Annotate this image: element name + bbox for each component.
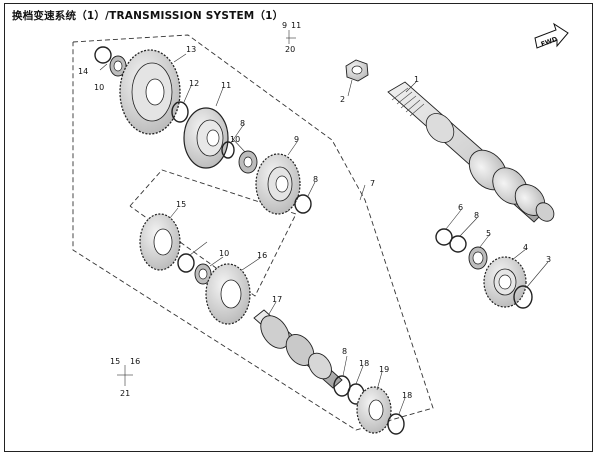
callout-17: 17 xyxy=(272,295,282,304)
gear-part-4 xyxy=(483,256,527,308)
callout-12: 12 xyxy=(189,79,199,88)
washer-part-8-inner xyxy=(177,253,195,273)
outer-group-outline xyxy=(72,34,434,431)
washer-part-18-right xyxy=(387,413,405,435)
washer-part-12 xyxy=(171,101,189,123)
callout-18-b: 18 xyxy=(402,391,412,400)
washer-part-8-bottom xyxy=(333,375,351,397)
nut-part xyxy=(345,59,369,82)
main-shaft xyxy=(387,81,555,223)
bearing-part-10-mid xyxy=(238,150,258,174)
callout-9-b: 9 xyxy=(282,21,287,30)
page-title: 换档变速系统（1）/TRANSMISSION SYSTEM（1） xyxy=(12,10,284,22)
callout-16-b: 16 xyxy=(130,357,140,366)
callout-10-b: 10 xyxy=(230,135,240,144)
callout-3: 3 xyxy=(546,255,551,264)
callout-20: 20 xyxy=(285,45,295,54)
callout-4: 4 xyxy=(523,243,528,252)
callout-9-a: 9 xyxy=(294,135,299,144)
callout-15-b: 15 xyxy=(110,357,120,366)
counter-shaft xyxy=(253,309,343,389)
callout-8-c: 8 xyxy=(474,211,479,220)
callout-10-c: 10 xyxy=(219,249,229,258)
callout-10-a: 10 xyxy=(94,83,104,92)
callout-11-b: 11 xyxy=(291,21,301,30)
callout-7: 7 xyxy=(370,179,375,188)
inner-group-outline xyxy=(129,169,297,297)
gear-part-13 xyxy=(119,49,181,135)
washer-part-3 xyxy=(513,285,533,309)
callout-labels: 1 2 3 4 5 6 7 8 8 8 8 9 9 10 10 10 11 11… xyxy=(78,21,551,400)
gear-part-15 xyxy=(139,213,181,271)
leader-lines xyxy=(99,30,549,415)
washer-part-6 xyxy=(435,228,453,246)
callout-16-a: 16 xyxy=(257,251,267,260)
callout-18-a: 18 xyxy=(359,359,369,368)
callout-14: 14 xyxy=(78,67,88,76)
callout-21: 21 xyxy=(120,389,130,398)
fwd-arrow-icon: FWD xyxy=(534,22,569,49)
washer-part-8-upper-right xyxy=(294,194,312,214)
callout-19: 19 xyxy=(379,365,389,374)
callout-8-d: 8 xyxy=(342,347,347,356)
callout-15-a: 15 xyxy=(176,200,186,209)
bearing-part-5 xyxy=(468,246,488,270)
diagram-frame xyxy=(4,3,593,452)
callout-1: 1 xyxy=(414,75,419,84)
callout-6: 6 xyxy=(458,203,463,212)
washer-part-8-top xyxy=(221,141,235,159)
callout-8-b: 8 xyxy=(313,175,318,184)
callout-8-a: 8 xyxy=(240,119,245,128)
gear-part-16 xyxy=(205,263,251,325)
washer-part-14 xyxy=(94,46,112,64)
washer-part-8-right xyxy=(449,235,467,253)
gear-part-9 xyxy=(255,153,301,215)
callout-2: 2 xyxy=(340,95,345,104)
callout-11-a: 11 xyxy=(221,81,231,90)
gear-part-19 xyxy=(356,386,392,434)
callout-5: 5 xyxy=(486,229,491,238)
bearing-part-10-top xyxy=(109,55,127,77)
gear-hub-part-11 xyxy=(183,107,229,169)
callout-13: 13 xyxy=(186,45,196,54)
